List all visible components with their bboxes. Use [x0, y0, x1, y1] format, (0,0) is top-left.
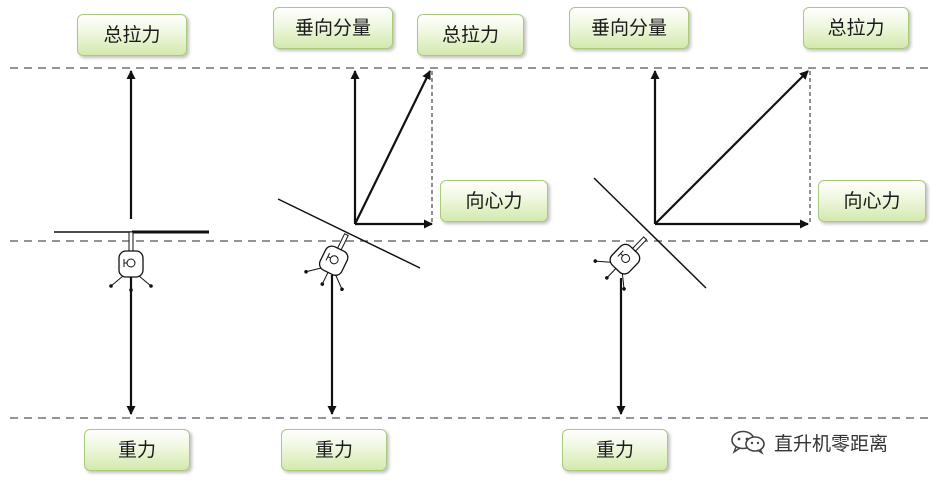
label-total-lift: 总拉力	[417, 14, 524, 56]
label-gravity: 重力	[281, 429, 387, 471]
panel-steep-turn	[593, 70, 811, 415]
label-centripetal-force: 向心力	[818, 180, 926, 222]
helicopter-icon	[109, 231, 153, 292]
label-vertical-component: 垂向分量	[569, 7, 689, 49]
label-gravity: 重力	[562, 429, 668, 471]
panel-moderate-turn	[277, 70, 433, 415]
helicopter-icon	[304, 233, 349, 292]
total-lift-arrow	[654, 70, 809, 225]
label-total-lift: 总拉力	[77, 14, 187, 56]
label-centripetal-force: 向心力	[440, 180, 548, 222]
label-gravity: 重力	[84, 429, 190, 471]
helicopter-icon	[593, 236, 648, 291]
watermark: 直升机零距离	[728, 428, 888, 456]
watermark-text: 直升机零距离	[774, 432, 889, 455]
total-lift-arrow	[354, 70, 431, 225]
rotor-disc	[277, 198, 421, 269]
rotor-disc	[593, 177, 707, 289]
label-vertical-component: 垂向分量	[273, 7, 393, 49]
label-total-lift: 总拉力	[803, 7, 909, 49]
panel-hover	[54, 70, 209, 415]
wechat-icon	[731, 430, 765, 455]
